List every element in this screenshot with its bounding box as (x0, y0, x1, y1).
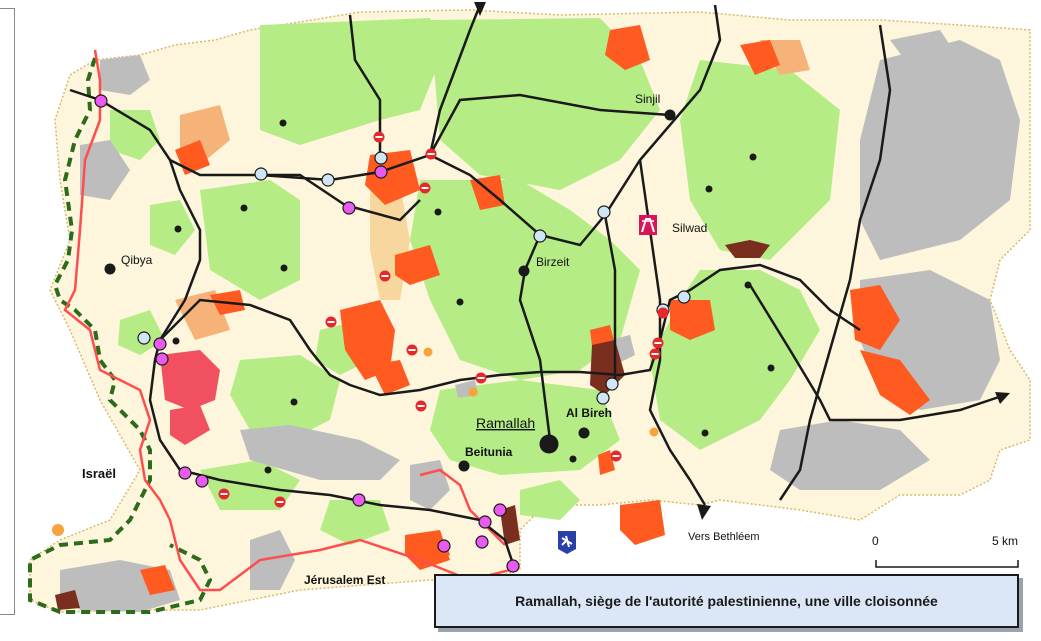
highway-icon (639, 215, 657, 235)
caption-box: Ramallah, siège de l'autorité palestinie… (434, 574, 1019, 628)
checkpoints-closed (94, 94, 520, 573)
al-bireh-marker (578, 427, 590, 439)
bypass-roads (63, 49, 511, 592)
settlements (140, 25, 930, 595)
label-silwad: Silwad (672, 221, 707, 235)
sinjil-marker (664, 109, 676, 121)
qibya-marker (104, 263, 116, 275)
jerusalem-area (160, 350, 220, 445)
birzeit-marker (518, 265, 530, 277)
label-beitunia: Beitunia (465, 445, 513, 459)
arrow-east (995, 392, 1010, 404)
label-birzeit: Birzeit (536, 255, 570, 269)
arrow-bethlehem (697, 504, 711, 520)
map-caption: Ramallah, siège de l'autorité palestinie… (515, 593, 938, 609)
roads (69, 4, 1006, 571)
airport-icon (558, 531, 576, 554)
label-ramallah: Ramallah (476, 415, 535, 431)
green-line (28, 57, 213, 614)
scale-bar: 0 5 km (872, 534, 1019, 568)
direction-arrows (474, 2, 1010, 520)
label-jerusalem-est: Jérusalem Est (304, 573, 385, 587)
label-sinjil: Sinjil (635, 92, 660, 106)
scale-end-label: 5 km (992, 534, 1018, 548)
label-vers-bethleem: Vers Bethléem (688, 531, 760, 543)
ramallah-marker (539, 434, 559, 454)
beitunia-marker (458, 460, 470, 472)
label-israel: Israël (82, 466, 116, 481)
arrow-north (474, 2, 486, 16)
label-al-bireh: Al Bireh (566, 406, 612, 420)
label-qibya: Qibya (121, 253, 153, 267)
town-markers (104, 109, 676, 472)
villages (172, 119, 775, 474)
roadblocks (52, 131, 669, 536)
scale-start-label: 0 (872, 534, 879, 548)
left-panel-edge (0, 8, 15, 615)
